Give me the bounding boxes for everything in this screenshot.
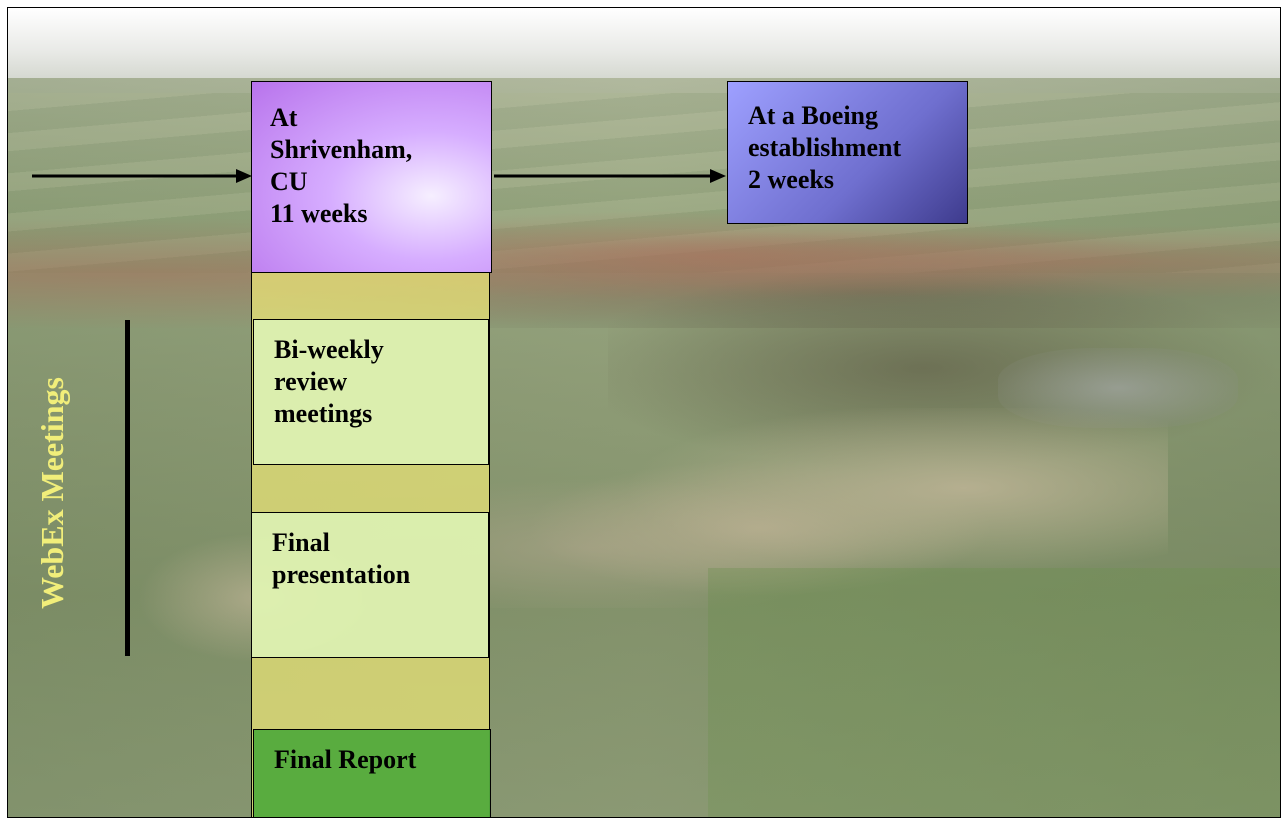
biweekly-review-box: Bi-weekly review meetings [253, 319, 489, 465]
webex-bracket-line [125, 320, 130, 656]
lower-green-fields [708, 568, 1280, 817]
boeing-phase-box: At a Boeing establishment 2 weeks [727, 81, 968, 224]
campus-buildings [488, 408, 1168, 608]
final-presentation-box: Final presentation [251, 512, 489, 658]
shrivenham-phase-box: At Shrivenham, CU 11 weeks [251, 81, 492, 273]
phase-arrow [494, 169, 726, 183]
diagram-slide: At Shrivenham, CU 11 weeks At a Boeing e… [7, 7, 1281, 818]
webex-meetings-label: WebEx Meetings [34, 377, 70, 609]
incoming-arrow [32, 169, 252, 183]
aerial-campus-photo [8, 8, 1280, 817]
final-report-box: Final Report [253, 729, 491, 817]
